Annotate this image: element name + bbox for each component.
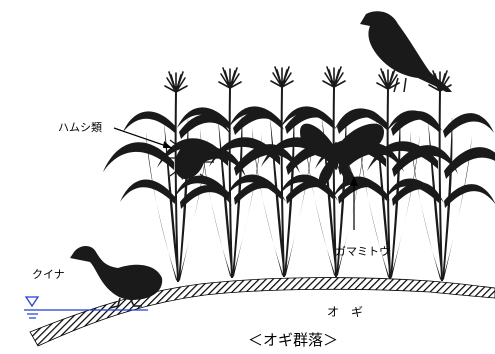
diagram-caption: ＜オギ群落＞ <box>248 331 339 349</box>
rail-bird-icon <box>70 246 163 309</box>
reed-clumps <box>103 67 495 282</box>
moth-icon <box>300 123 384 186</box>
label-gamaitou: ガマミトウ <box>335 245 390 258</box>
beetle-icon <box>166 139 214 181</box>
label-kuina: クイナ <box>32 268 65 281</box>
label-hamushi: ハムシ類 <box>58 121 102 134</box>
sparrow-icon <box>360 11 452 93</box>
label-ogi: オ ギ <box>327 305 364 319</box>
water-level-icon <box>24 296 148 319</box>
